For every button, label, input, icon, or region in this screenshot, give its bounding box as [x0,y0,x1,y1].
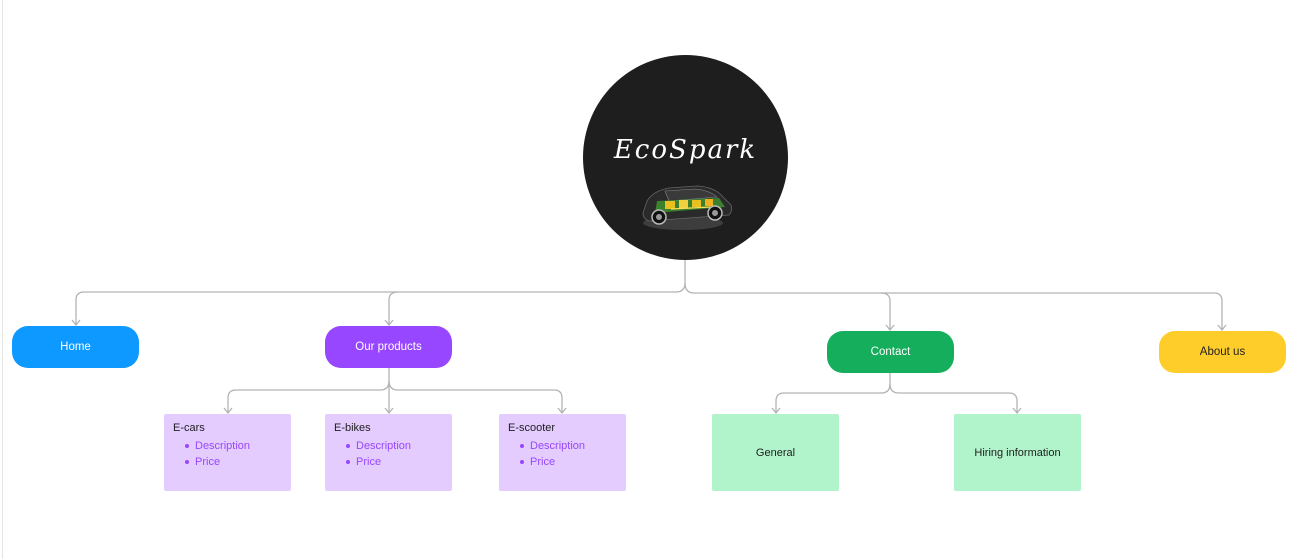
e-cars-title: E-cars [173,422,205,434]
list-item: Price [520,454,617,470]
e-cars-list: Description Price [173,438,282,470]
about-us-label: About us [1199,346,1246,358]
e-bikes-card[interactable]: E-bikes Description Price [325,414,452,491]
connector-root-right [684,282,1223,330]
e-bikes-title: E-bikes [334,422,371,434]
general-card[interactable]: General [712,414,839,491]
canvas-edge [2,0,3,559]
arrow-hiring [1012,407,1022,415]
ecospark-logo-node[interactable]: EcoSpark [583,55,788,260]
connector-products-right [388,380,563,413]
arrow-home [71,319,81,327]
arrow-about [1217,324,1227,332]
general-label: General [755,446,796,459]
e-scooter-title: E-scooter [508,422,556,434]
contact-node[interactable]: Contact [827,331,954,373]
connector-contact-right [889,383,1018,413]
home-node[interactable]: Home [12,326,139,368]
connector-products-left [227,380,390,413]
connector-root-left [75,282,686,325]
list-item: Description [185,438,282,454]
our-products-node[interactable]: Our products [325,326,452,368]
about-us-node[interactable]: About us [1159,331,1286,373]
e-scooter-list: Description Price [508,438,617,470]
e-cars-card[interactable]: E-cars Description Price [164,414,291,491]
arrow-ebikes [384,407,394,415]
connector-contact-left [775,383,891,413]
list-item: Price [346,454,443,470]
arrow-products [384,319,394,327]
hiring-information-label: Hiring information [974,446,1061,459]
list-item: Description [346,438,443,454]
connector-root-products [388,291,399,325]
list-item: Price [185,454,282,470]
electric-car-cutaway-icon [642,185,733,230]
e-scooter-card[interactable]: E-scooter Description Price [499,414,626,491]
arrow-ecars [223,407,233,415]
connector-root-contact [880,292,891,330]
logo-title: EcoSpark [613,135,758,165]
our-products-label: Our products [355,341,422,353]
arrow-escooter [557,407,567,415]
arrow-contact [885,324,895,332]
contact-label: Contact [870,346,911,358]
arrow-general [771,407,781,415]
e-bikes-list: Description Price [334,438,443,470]
hiring-information-card[interactable]: Hiring information [954,414,1081,491]
list-item: Description [520,438,617,454]
home-label: Home [60,341,91,353]
